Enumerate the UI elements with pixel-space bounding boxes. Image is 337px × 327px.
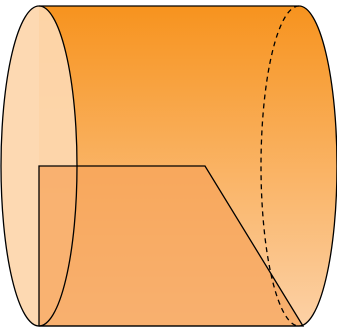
cross-section-trapezoid xyxy=(38,165,305,327)
right-face-visible-edge xyxy=(298,5,337,327)
